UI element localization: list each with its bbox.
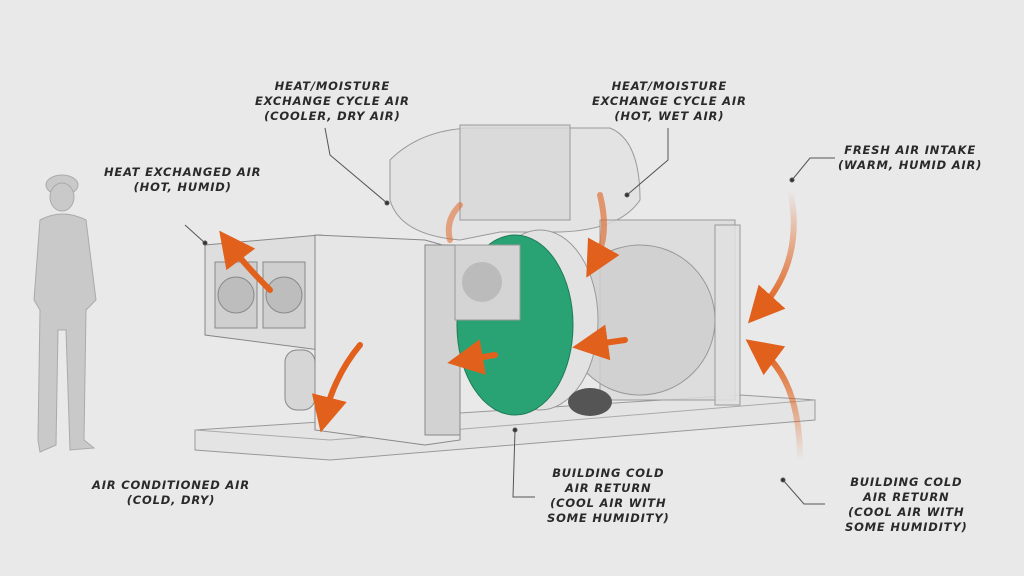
label-line: SOME HUMIDITY): [547, 511, 670, 525]
label-line: EXCHANGE CYCLE AIR: [592, 94, 747, 108]
worker-figure: [33, 174, 97, 453]
label-fresh-air: FRESH AIR INTAKE (WARM, HUMID AIR): [838, 143, 982, 173]
label-line: HEAT/MOISTURE: [274, 79, 391, 93]
label-heat-exchanged: HEAT EXCHANGED AIR (HOT, HUMID): [104, 165, 261, 195]
label-line: BUILDING COLD: [552, 466, 665, 480]
label-line: (COOL AIR WITH: [848, 505, 965, 519]
label-line: (COLD, DRY): [126, 493, 216, 507]
label-line: HEAT EXCHANGED AIR: [104, 165, 262, 179]
label-line: (COOLER, DRY AIR): [264, 109, 401, 123]
label-line: FRESH AIR INTAKE: [844, 143, 977, 157]
label-line: HEAT/MOISTURE: [611, 79, 728, 93]
airflow-arrows: [219, 187, 803, 463]
label-line: EXCHANGE CYCLE AIR: [255, 94, 410, 108]
label-return-center: BUILDING COLD AIR RETURN (COOL AIR WITH …: [547, 466, 670, 526]
label-line: AIR RETURN: [565, 481, 652, 495]
label-line: (COOL AIR WITH: [550, 496, 667, 510]
label-exchange-dry: HEAT/MOISTURE EXCHANGE CYCLE AIR (COOLER…: [255, 79, 410, 124]
desiccant-wheel: [454, 229, 612, 416]
label-line: SOME HUMIDITY): [845, 520, 968, 534]
label-line: (WARM, HUMID AIR): [838, 158, 983, 172]
label-exchange-wet: HEAT/MOISTURE EXCHANGE CYCLE AIR (HOT, W…: [592, 79, 747, 124]
leader-lines: [184, 127, 835, 505]
label-line: AIR RETURN: [863, 490, 950, 504]
label-return-right: BUILDING COLD AIR RETURN (COOL AIR WITH …: [845, 475, 968, 535]
label-conditioned-air: AIR CONDITIONED AIR (COLD, DRY): [92, 478, 250, 508]
label-line: (HOT, HUMID): [133, 180, 232, 194]
label-line: AIR CONDITIONED AIR: [92, 478, 250, 492]
label-line: BUILDING COLD: [850, 475, 963, 489]
label-line: (HOT, WET AIR): [614, 109, 725, 123]
condenser-unit: [204, 234, 461, 446]
